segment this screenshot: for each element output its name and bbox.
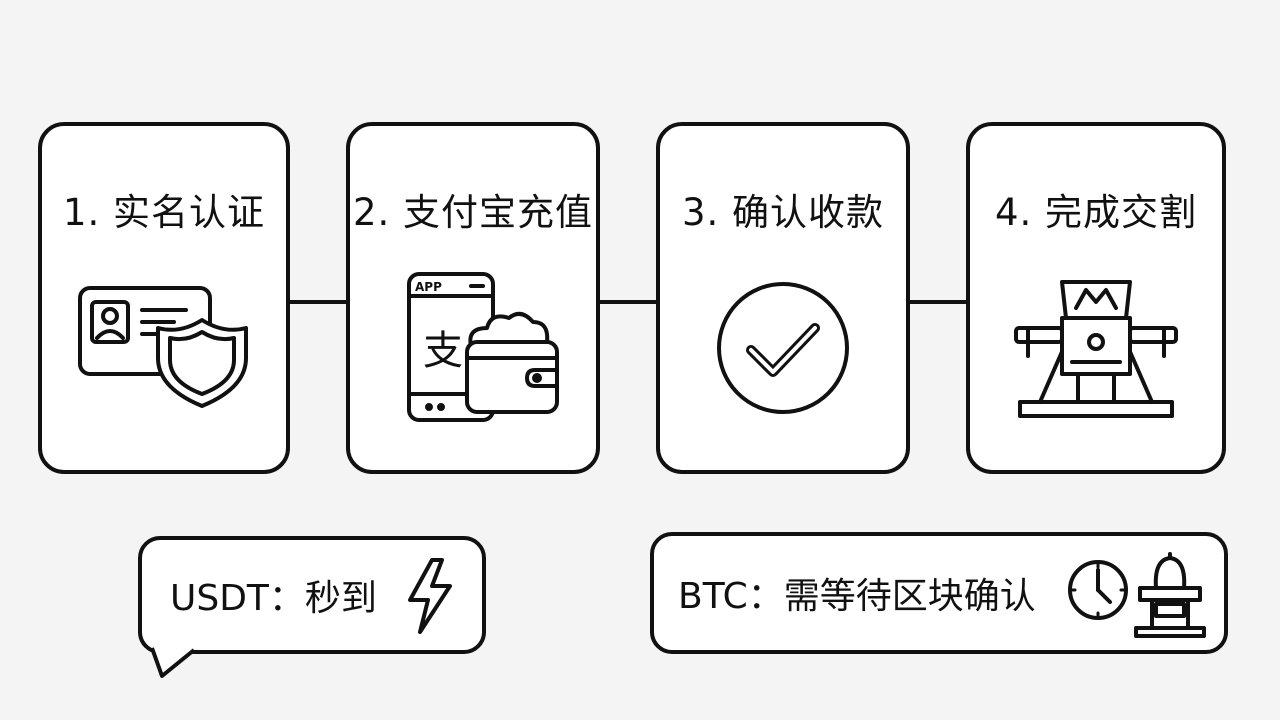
delivery-machine-icon: [970, 266, 1222, 426]
usdt-note: USDT：秒到: [138, 536, 486, 654]
machine-icon: [1132, 550, 1208, 642]
step-card-2: 2. 支付宝充值 APP 支: [346, 122, 600, 474]
step-title-4: 4. 完成交割: [994, 191, 1198, 234]
lightning-icon: [402, 556, 458, 640]
step-title-2: 2. 支付宝充值: [352, 191, 594, 234]
app-label: APP: [415, 280, 442, 294]
step-title-1: 1. 实名认证: [62, 191, 266, 234]
connector-2-3: [600, 300, 656, 304]
clock-icon: [1066, 558, 1130, 626]
connector-1-2: [290, 300, 346, 304]
alipay-glyph: 支: [423, 328, 463, 374]
alipay-app-wallet-icon: APP 支: [350, 266, 596, 426]
step-card-3: 3. 确认收款: [656, 122, 910, 474]
connector-3-4: [910, 300, 966, 304]
id-card-shield-icon: [42, 266, 286, 426]
btc-note: BTC：需等待区块确认: [650, 532, 1228, 654]
step-title-3: 3. 确认收款: [681, 191, 885, 234]
speech-bubble-tail: [150, 646, 196, 678]
check-circle-icon: [660, 266, 906, 426]
step-card-4: 4. 完成交割: [966, 122, 1226, 474]
step-card-1: 1. 实名认证: [38, 122, 290, 474]
usdt-note-text: USDT：秒到: [170, 578, 377, 619]
btc-note-text: BTC：需等待区块确认: [678, 576, 1036, 617]
